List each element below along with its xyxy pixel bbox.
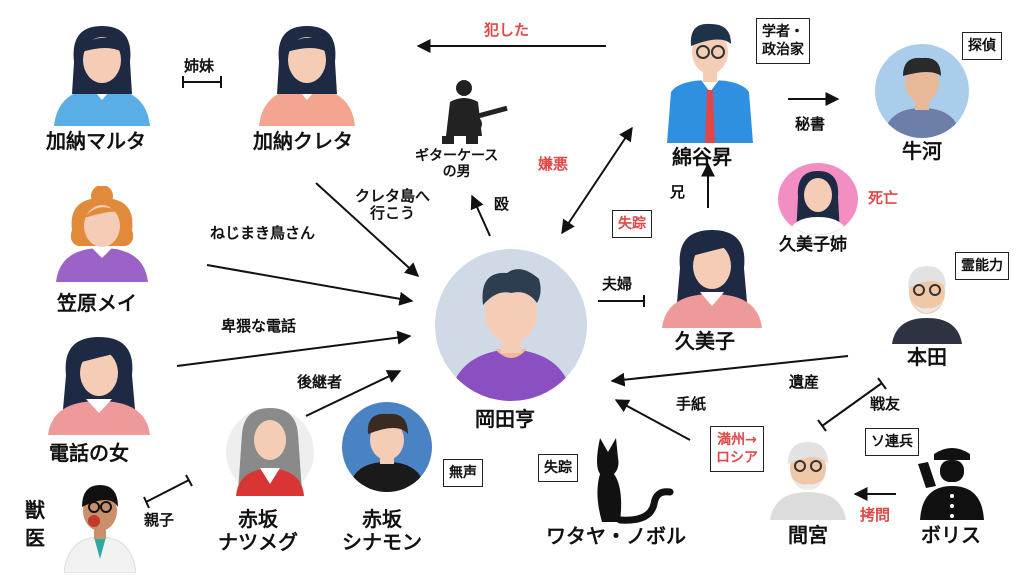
may-avatar bbox=[56, 186, 148, 282]
couple-label: 夫婦 bbox=[602, 275, 633, 293]
scholar-tag: 学者・政治家 bbox=[756, 18, 810, 65]
detective-tag: 探偵 bbox=[962, 32, 1002, 61]
psychic-tag: 霊能力 bbox=[955, 252, 1009, 281]
ushikawa-name: 牛河 bbox=[902, 139, 942, 163]
crete-invite-label: クレタ島へ行こう bbox=[355, 187, 431, 223]
malta-name: 加納マルタ bbox=[46, 129, 146, 153]
may-name: 笠原メイ bbox=[57, 291, 137, 315]
cinnamon-avatar bbox=[342, 402, 432, 492]
crete-invite-line1: クレタ島へ bbox=[355, 187, 431, 205]
wind-up-bird-label: ねじまき鳥さん bbox=[210, 224, 316, 242]
ushikawa-avatar bbox=[875, 44, 969, 138]
honda-avatar bbox=[892, 266, 962, 344]
honda-name: 本田 bbox=[907, 345, 947, 369]
missing-cat-tag: 失踪 bbox=[538, 454, 578, 483]
committed-label: 犯した bbox=[484, 21, 530, 39]
cinnamon-name-line2: シナモン bbox=[342, 530, 422, 554]
nutmeg-avatar bbox=[226, 408, 314, 496]
nutmeg-name-line2: ナツメグ bbox=[218, 530, 298, 554]
scholar-tag-line1: 学者・ bbox=[762, 24, 804, 40]
letter-label: 手紙 bbox=[676, 395, 707, 413]
malta-avatar bbox=[54, 26, 150, 126]
silent-tag: 無声 bbox=[443, 459, 483, 488]
phone-woman-name: 電話の女 bbox=[49, 441, 129, 465]
torture-label: 拷問 bbox=[860, 506, 891, 524]
okada-name: 岡田亨 bbox=[475, 407, 535, 431]
manchuria-tag-line1: 満州→ bbox=[717, 432, 757, 448]
cat-name: ワタヤ・ノボル bbox=[546, 524, 686, 548]
sisters-label: 姉妹 bbox=[184, 57, 215, 75]
manchuria-tag: 満州→ ロシア bbox=[710, 426, 764, 473]
wataya-name: 綿谷昇 bbox=[672, 145, 732, 169]
vet-name-line1: 獣 bbox=[25, 498, 45, 522]
nutmeg-name-line1: 赤坂 bbox=[238, 507, 278, 531]
dead-tag: 死亡 bbox=[868, 189, 899, 207]
comrades-label: 戦友 bbox=[870, 395, 901, 413]
vet-name: 獣医 bbox=[25, 496, 45, 552]
parent-child-label: 親子 bbox=[144, 511, 175, 529]
secretary-label: 秘書 bbox=[795, 115, 826, 133]
scholar-tag-line2: 政治家 bbox=[762, 42, 804, 59]
missing-kumiko-tag: 失踪 bbox=[612, 210, 652, 239]
brother-label: 兄 bbox=[670, 183, 686, 201]
kumiko-name: 久美子 bbox=[675, 329, 735, 353]
mamiya-name: 間宮 bbox=[788, 523, 828, 547]
hit-label: 殴 bbox=[494, 195, 510, 213]
successor-label: 後継者 bbox=[297, 373, 343, 391]
manchuria-tag-line2: ロシア bbox=[716, 450, 758, 467]
creta-avatar bbox=[259, 26, 355, 126]
guitar-man-name-line2: の男 bbox=[442, 164, 471, 181]
phone-woman-avatar bbox=[48, 337, 150, 435]
okada-avatar bbox=[435, 249, 587, 401]
nutmeg-name: 赤坂ナツメグ bbox=[218, 508, 298, 554]
guitar-man-silhouette bbox=[442, 80, 508, 144]
kumiko-avatar bbox=[662, 230, 762, 328]
vet-name-line2: 医 bbox=[25, 526, 45, 550]
inheritance-label: 遺産 bbox=[789, 373, 820, 391]
obscene-call-label: 卑猥な電話 bbox=[221, 317, 297, 335]
vet-avatar bbox=[64, 485, 136, 573]
cinnamon-name: 赤坂シナモン bbox=[342, 508, 422, 554]
kumiko-sister-avatar bbox=[778, 163, 858, 235]
cinnamon-name-line1: 赤坂 bbox=[362, 507, 402, 531]
guitar-man-name-line1: ギターケース bbox=[415, 148, 499, 164]
guitar-man-name: ギターケースの男 bbox=[415, 148, 498, 180]
crete-invite-line2: 行こう bbox=[370, 204, 416, 223]
soviet-tag: ソ連兵 bbox=[865, 428, 919, 457]
mamiya-avatar bbox=[770, 442, 846, 520]
boris-name: ボリス bbox=[921, 523, 981, 547]
wataya-avatar bbox=[667, 23, 753, 143]
cat-silhouette bbox=[597, 438, 674, 524]
disgust-label: 嫌悪 bbox=[538, 155, 569, 173]
boris-silhouette bbox=[918, 448, 984, 520]
creta-name: 加納クレタ bbox=[253, 129, 353, 153]
kumiko-sister-name: 久美子姉 bbox=[779, 235, 847, 255]
